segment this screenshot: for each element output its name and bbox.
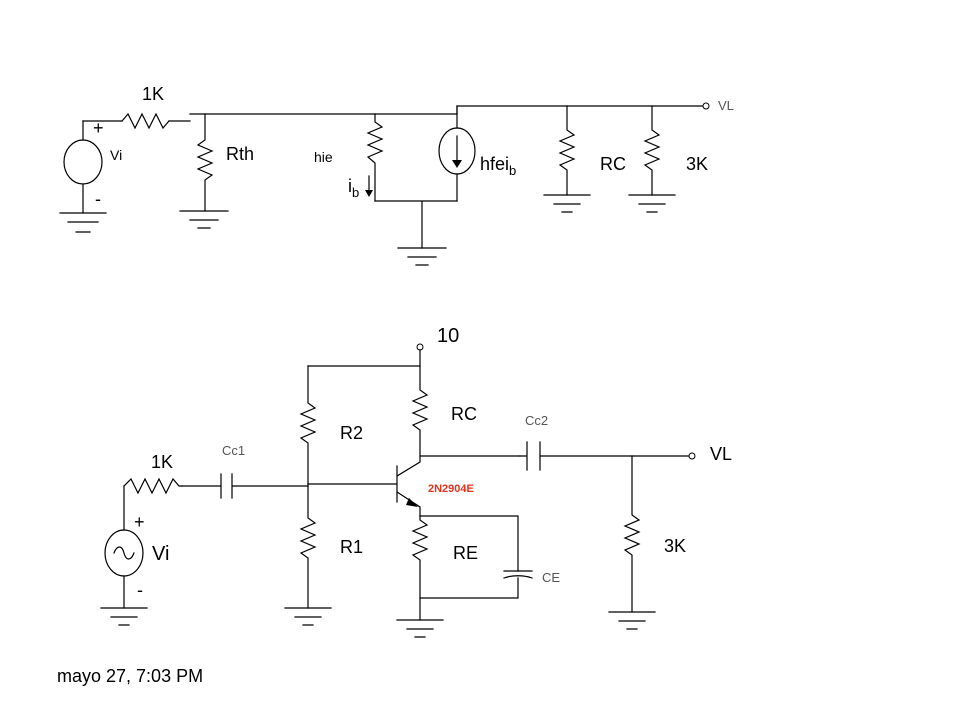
capacitor-cc2: [519, 441, 691, 471]
label-3k: 3K: [664, 536, 686, 556]
transistor-emitter: [396, 491, 421, 517]
vl-terminal-icon: [688, 452, 696, 460]
label-vl: VL: [710, 444, 732, 464]
ce-wires: [419, 515, 519, 599]
vcc-terminal-icon: [416, 343, 424, 351]
wire: [374, 200, 458, 249]
label-re: RE: [453, 543, 478, 563]
label-1k: 1K: [151, 452, 173, 472]
label-cc1: Cc1: [222, 443, 245, 458]
label-1k: 1K: [142, 84, 164, 104]
resistor-rc: [411, 365, 429, 457]
current-source: [438, 127, 476, 175]
ground-icon: [628, 194, 676, 213]
ground-icon: [543, 194, 591, 213]
vl-terminal-icon: [702, 102, 710, 110]
resistor-1k: [121, 112, 170, 130]
label-rc: RC: [451, 404, 477, 424]
label-vi: Vi: [110, 147, 122, 163]
label-minus: -: [95, 189, 101, 209]
voltage-source-vi: [63, 139, 103, 185]
capacitor-ce-curve: [503, 575, 533, 579]
resistor-r2: [299, 365, 317, 485]
label-transistor: 2N2904E: [428, 483, 474, 495]
label-plus: +: [93, 118, 104, 138]
small-signal-circuit: 1K + Vi - Rth hie ib hfeib RC 3K VL: [59, 84, 734, 266]
amplifier-circuit: 10 RC Cc2 R2 Cc1 1K VL 2N2904E + R1 RE 3…: [100, 325, 732, 638]
label-r2: R2: [340, 423, 363, 443]
capacitor-cc1: [181, 473, 309, 499]
label-ib: ib: [348, 176, 359, 200]
resistor-rth: [196, 113, 214, 212]
label-rc: RC: [600, 154, 626, 174]
ground-icon: [608, 611, 656, 630]
resistor-3k: [623, 455, 641, 613]
vcc-rail: [307, 349, 421, 367]
label-vcc: 10: [437, 325, 459, 347]
resistor-1k: [123, 477, 183, 495]
resistor-r1: [299, 483, 317, 609]
label-hfeib: hfeib: [480, 154, 516, 178]
resistor-re: [411, 515, 429, 621]
ground-icon: [179, 210, 229, 229]
sine-wave-icon: [113, 546, 135, 560]
label-minus: -: [137, 580, 143, 600]
label-3k: 3K: [686, 154, 708, 174]
ground-icon: [284, 607, 332, 626]
label-ce: CE: [542, 570, 560, 585]
timestamp: mayo 27, 7:03 PM: [57, 666, 203, 686]
label-vi: Vi: [152, 543, 169, 565]
ground-icon: [100, 607, 148, 626]
resistor-hie: [366, 113, 384, 202]
resistor-rc: [558, 105, 576, 196]
label-cc2: Cc2: [525, 413, 548, 428]
transistor-collector: [396, 455, 521, 477]
label-r1: R1: [340, 537, 363, 557]
ground-icon: [59, 212, 107, 233]
label-rth: Rth: [226, 144, 254, 164]
top-rail: [189, 105, 704, 115]
ground-icon: [396, 619, 444, 638]
resistor-3k: [643, 105, 661, 196]
label-vl: VL: [718, 98, 734, 113]
label-hie: hie: [314, 149, 333, 165]
label-plus: +: [134, 512, 145, 532]
emitter-arrow-icon: [406, 498, 418, 507]
ground-icon: [397, 247, 447, 266]
